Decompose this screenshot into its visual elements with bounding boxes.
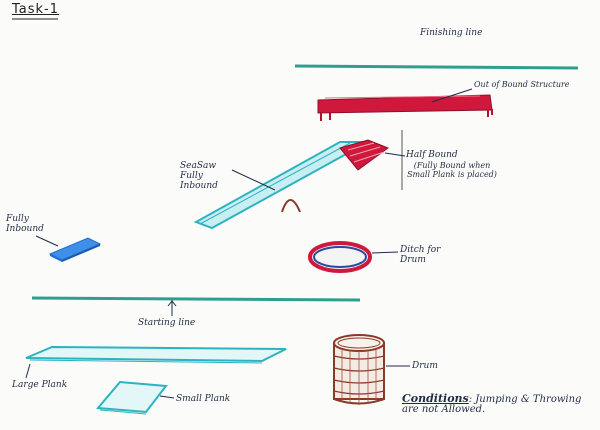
out-of-bound-pointer <box>431 88 473 103</box>
large-plank-label: Large Plank <box>12 380 68 390</box>
starting-line <box>31 296 361 302</box>
small-plank-label: Small Plank <box>176 394 231 404</box>
seesaw-label: SeaSaw Fully Inbound <box>180 161 218 191</box>
starting-line-label: Starting line <box>138 318 196 328</box>
ditch-pointer <box>371 251 399 254</box>
finishing-line <box>294 64 579 70</box>
conditions-block: Conditions: Jumping & Throwing are not A… <box>402 392 592 415</box>
fully-inbound-label: Fully Inbound <box>6 214 44 234</box>
half-bound-plank <box>339 139 390 171</box>
half-bound-pointer <box>384 152 406 157</box>
starting-line-arrowhead <box>167 300 177 307</box>
half-bound-note: (Fully Bound when Small Plank is placed) <box>407 161 497 179</box>
fully-inbound-block <box>48 237 102 262</box>
small-plank <box>95 380 168 415</box>
finishing-line-label: Finishing line <box>420 28 483 38</box>
conditions-heading: Conditions <box>402 392 469 405</box>
ditch-label: Ditch for Drum <box>400 245 441 265</box>
task-title: Task-1 <box>12 2 60 17</box>
drum <box>333 334 385 405</box>
half-bound-label: Half Bound <box>406 150 458 160</box>
out-of-bound-structure <box>317 94 493 121</box>
conditions-text: : Jumping & Throwing are not Allowed. <box>402 394 582 415</box>
ditch-for-drum <box>308 241 372 273</box>
seesaw-pointer <box>231 169 276 191</box>
small-plank-pointer <box>159 395 175 399</box>
out-of-bound-label: Out of Bound Structure <box>474 80 570 89</box>
large-plank-pointer <box>25 363 31 379</box>
fully-inbound-pointer <box>35 235 59 247</box>
large-plank <box>25 345 287 364</box>
drum-label: Drum <box>412 361 438 371</box>
